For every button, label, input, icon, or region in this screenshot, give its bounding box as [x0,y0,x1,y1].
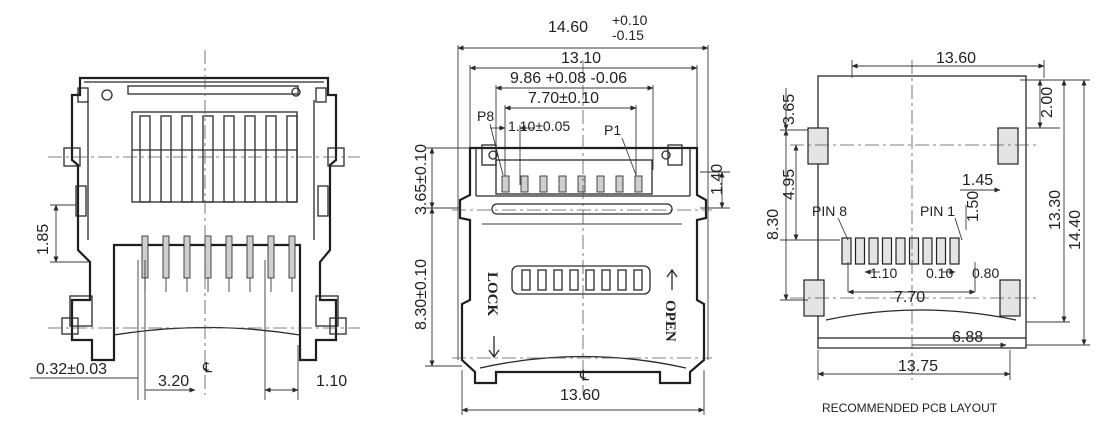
mid-dim-3-65: 3.65±0.10 [413,144,430,215]
pcb-dim-6-88: 6.88 [952,329,983,346]
pcb-caption: RECOMMENDED PCB LAYOUT [822,401,998,415]
left-spring [265,115,277,203]
pcb-pad-top-left [807,127,829,165]
mid-dim-8-30: 8.30±0.10 [413,259,430,330]
left-pin [183,235,191,279]
left-pin [246,235,254,279]
mid-dim-9-86: 9.86 +0.08 -0.06 [510,70,627,87]
mid-window-contact [633,269,643,291]
mid-window-contact [569,269,579,291]
mid-label-lock: LOCK [484,272,500,317]
left-pin [288,235,296,279]
mid-window-contact [521,269,531,291]
pcb-dim-1-10: 1.10 [870,265,897,281]
left-spring [244,115,256,203]
mid-window-contact [617,269,627,291]
mid-contact [634,175,643,193]
pcb-pad-top-right [997,127,1019,165]
mid-dim-7-70: 7.70±0.10 [528,90,599,107]
left-pin [162,235,170,279]
pcb-dim-2-00: 2.00 [1039,87,1056,118]
left-centerline-mark: ℄ [202,359,212,375]
mid-dim-1-10: 1.10±0.05 [508,118,570,134]
pcb-dim-0-80: 0.80 [972,265,999,281]
mid-label-p1: P1 [604,122,621,138]
mid-contact [596,175,605,193]
pcb-label-pin1: PIN 1 [920,203,955,219]
left-view [30,50,360,400]
pcb-dim-14-40: 14.40 [1067,210,1084,250]
mid-contact [558,175,567,193]
pcb-signal-pad [922,237,933,265]
mid-dim-14-60-minus: -0.15 [612,27,644,43]
pcb-dim-8-30: 8.30 [765,209,782,240]
mid-dim-13-10: 13.10 [561,50,601,67]
mid-centerline-mark: ℄ [579,367,589,383]
mid-label-p8: P8 [477,108,494,124]
pcb-dim-3-65: 3.65 [781,94,798,125]
mid-dim-14-60: 14.60 [548,19,588,36]
mid-contact [501,175,510,193]
left-pin [225,235,233,279]
pcb-signal-pad [881,237,893,265]
pcb-signal-pad [935,237,947,265]
left-pin [267,235,275,279]
mid-window-contact [601,269,611,291]
left-dim-3-20: 3.20 [158,373,189,390]
mid-window-contact [537,269,547,291]
mid-label-open: OPEN [662,300,678,342]
left-dim-1-10: 1.10 [316,373,347,390]
pcb-dim-13-75: 13.75 [898,358,938,375]
pcb-dim-4-95: 4.95 [781,169,798,200]
left-spring [223,115,235,203]
right-view [780,60,1090,380]
left-spring [286,115,298,203]
pcb-dim-7-70: 7.70 [894,289,925,306]
mid-contact [539,175,548,193]
mid-window-contact [553,269,563,291]
left-pin [204,235,212,279]
pcb-dim-13-30: 13.30 [1047,190,1064,230]
pcb-signal-pad [868,237,879,265]
mid-contact [520,175,529,193]
mid-dim-1-40: 1.40 [709,164,726,195]
left-dim-0-32: 0.32±0.03 [36,361,107,378]
pcb-dim-13-60: 13.60 [936,50,976,67]
left-spring [181,115,193,203]
mid-contact [615,175,624,193]
middle-view [425,45,730,415]
pcb-signal-pad [854,237,866,265]
mid-contact [577,175,586,193]
pcb-signal-pad [908,237,920,265]
left-spring [160,115,172,203]
mid-dim-13-60: 13.60 [560,387,600,404]
pcb-signal-pad [841,237,852,265]
pcb-label-pin8: PIN 8 [812,203,847,219]
left-spring [139,115,151,203]
mid-dim-14-60-plus: +0.10 [612,12,648,28]
pcb-dim-1-50: 1.50 [965,191,982,222]
mid-window-contact [585,269,595,291]
pcb-signal-pad [949,237,960,265]
pcb-signal-pad [895,237,906,265]
pcb-dim-1-45: 1.45 [962,172,993,189]
left-spring [202,115,214,203]
pcb-dim-0-10: 0.10 [926,265,953,281]
left-dim-1-85: 1.85 [35,224,52,255]
